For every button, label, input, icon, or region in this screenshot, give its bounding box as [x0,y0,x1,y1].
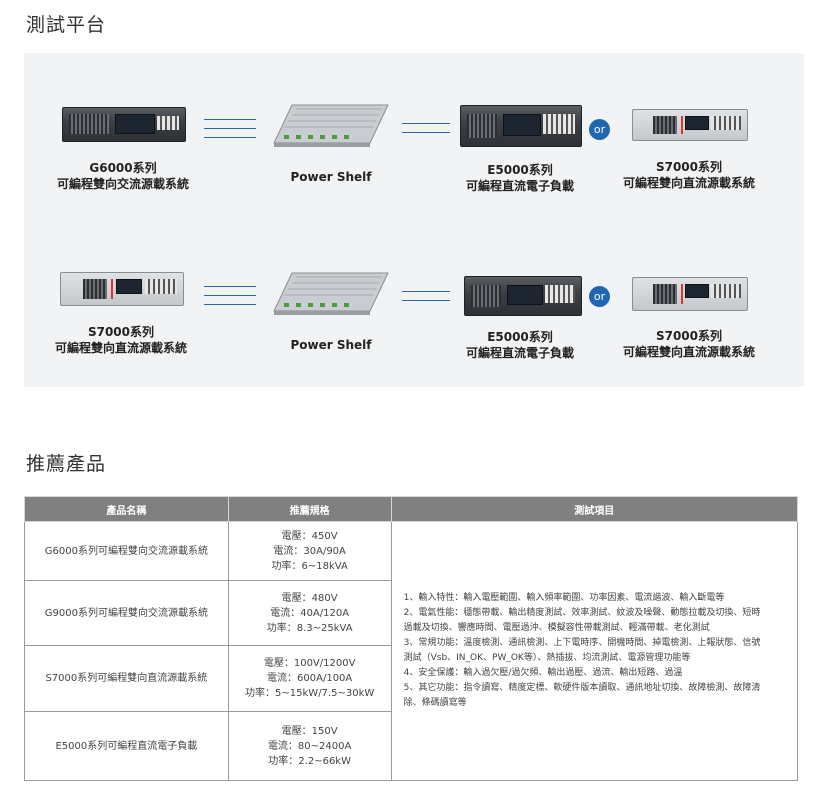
e5000-device-image [464,276,582,316]
table-row: G6000系列可編程雙向交流源載系統 電壓：450V 電流：30A/90A 功率… [24,521,799,781]
power-shelf-caption: Power Shelf [290,170,372,184]
s7000-caption: S7000系列 可編程雙向直流源載系統 [622,329,755,359]
product-table: 產品名稱 推薦規格 測試項目 G6000系列可編程雙向交流源載系統 電壓：450… [24,496,799,781]
spec-cell: 電壓：100V/1200V 電流：600A/100A 功率：5~15kW/7.5… [227,645,392,712]
product-name-cell: G6000系列可編程雙向交流源載系統 [24,521,229,581]
test-platform-diagram: or G6000系列 可編程雙向交流源載系統 Power Shelf E5000… [24,53,804,387]
power-shelf-image [273,272,389,315]
spec-cell: 電壓：450V 電流：30A/90A 功率：6~18kVA [227,521,392,581]
connection-lines [204,286,256,313]
connection-lines [402,291,450,309]
power-shelf-caption: Power Shelf [290,338,372,352]
e5000-caption: E5000系列 可編程直流電子負載 [465,163,574,193]
connection-lines [204,119,256,146]
g6000-caption: G6000系列 可編程雙向交流源載系統 [56,161,189,191]
connection-lines [402,123,450,141]
e5000-device-image [460,105,582,147]
table-row: S7000系列可編程雙向直流源載系統 電壓：100V/1200V 電流：600A… [24,645,798,712]
power-shelf-image [273,104,389,147]
column-header: 產品名稱 [24,496,229,522]
product-name-cell: G9000系列可編程雙向交流源載系統 [24,580,229,646]
spec-cell: 電壓：150V 電流：80~2400A 功率：2.2~66kW [227,711,392,781]
g6000-device-image [62,107,186,142]
s7000-caption: S7000系列 可編程雙向直流源載系統 [622,160,755,190]
s7000-caption: S7000系列 可編程雙向直流源載系統 [54,325,187,355]
or-badge: or [589,119,610,140]
or-badge: or [589,286,610,307]
spec-cell: 電壓：480V 電流：40A/120A 功率：8.3~25kVA [227,580,392,646]
e5000-caption: E5000系列 可編程直流電子負載 [465,330,574,360]
column-header: 推薦規格 [227,496,392,522]
test-items-cell: 1、輸入特性：輸入電壓範圍、輸入頻率範圍、功率因素、電流諧波、輸入斷電等 2、電… [390,521,799,781]
s7000-device-image [632,109,748,141]
table-header-row: 產品名稱 推薦規格 測試項目 [24,496,799,522]
table-row: E5000系列可編程直流電子負載 電壓：150V 電流：80~2400A 功率：… [24,711,798,781]
platform-section-title: 測試平台 [26,14,107,36]
products-section-title: 推薦產品 [26,453,107,475]
column-header: 測試項目 [390,496,799,522]
s7000-device-image [632,277,748,311]
s7000-device-image [60,272,184,306]
product-name-cell: S7000系列可編程雙向直流源載系統 [24,645,229,712]
product-name-cell: E5000系列可編程直流電子負載 [24,711,229,781]
